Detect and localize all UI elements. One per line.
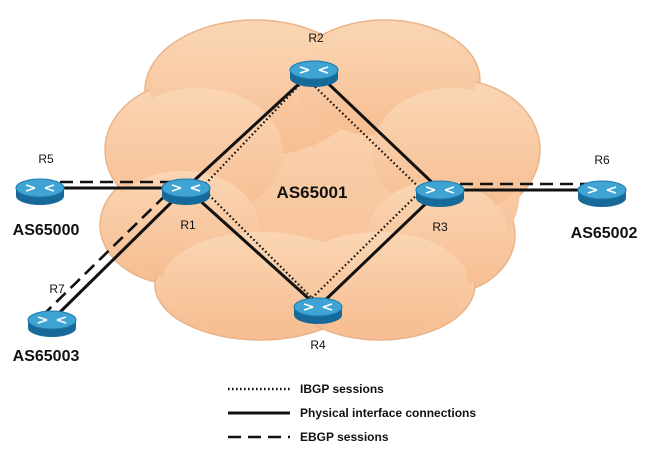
legend-ibgp-label: IBGP sessions xyxy=(300,382,384,396)
router-icon xyxy=(293,297,343,324)
ebgp-r7-r1 xyxy=(41,182,179,317)
router-label-r1: R1 xyxy=(180,218,196,232)
router-label-r6: R6 xyxy=(594,153,610,167)
router-r3[interactable] xyxy=(415,180,465,207)
router-icon xyxy=(415,180,465,207)
router-icon xyxy=(161,178,211,205)
as65001-cloud xyxy=(99,19,541,341)
router-label-r5: R5 xyxy=(38,152,54,166)
router-label-r4: R4 xyxy=(310,338,326,352)
router-r6[interactable] xyxy=(577,180,627,207)
ibgp-r2-r3 xyxy=(305,77,431,199)
as-label-r6: AS65002 xyxy=(571,225,638,242)
routers xyxy=(15,60,627,337)
as-label-r7: AS65003 xyxy=(13,348,80,365)
router-icon xyxy=(577,180,627,207)
router-icon xyxy=(289,60,339,87)
router-icon xyxy=(27,310,77,337)
link-r1-r2 xyxy=(184,68,316,190)
router-r5[interactable] xyxy=(15,178,65,205)
router-r1[interactable] xyxy=(161,178,211,205)
as-label-r5: AS65000 xyxy=(13,222,80,239)
ibgp-sessions xyxy=(193,77,431,299)
router-icon xyxy=(15,178,65,205)
router-r4[interactable] xyxy=(293,297,343,324)
link-r7-r1 xyxy=(50,186,188,322)
ibgp-r1-r2 xyxy=(193,77,307,197)
link-r1-r4 xyxy=(184,186,320,309)
legend: IBGP sessions Physical interface connect… xyxy=(228,382,476,444)
cloud-as-label: AS65001 xyxy=(277,183,348,202)
physical-links xyxy=(40,68,602,322)
router-label-r7: R7 xyxy=(49,282,65,296)
legend-physical-label: Physical interface connections xyxy=(300,406,476,420)
ebgp-sessions xyxy=(40,180,602,317)
link-r4-r3 xyxy=(316,188,442,309)
router-r2[interactable] xyxy=(289,60,339,87)
link-r2-r3 xyxy=(312,68,442,192)
router-label-r3: R3 xyxy=(432,220,448,234)
ibgp-r1-r4 xyxy=(193,179,313,299)
legend-ebgp-label: EBGP sessions xyxy=(300,430,389,444)
router-label-r2: R2 xyxy=(308,31,324,45)
router-r7[interactable] xyxy=(27,310,77,337)
